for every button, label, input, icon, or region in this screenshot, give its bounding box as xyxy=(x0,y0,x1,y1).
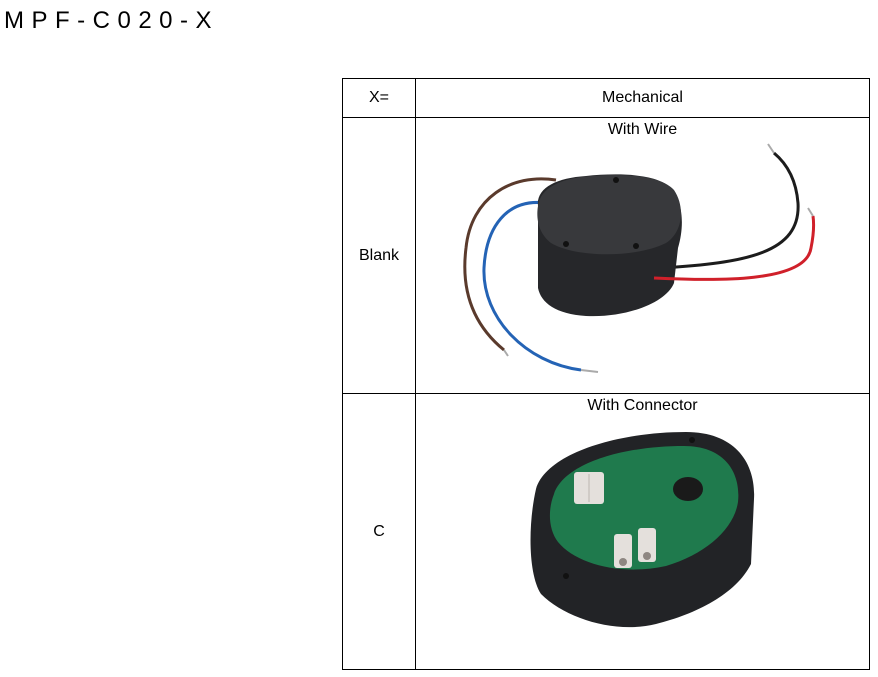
header-option: X= xyxy=(342,78,416,118)
option-code: Blank xyxy=(342,117,416,394)
mechanical-cell: With Connector xyxy=(415,393,870,670)
mechanical-caption: With Wire xyxy=(607,121,678,138)
table-header-row: X= Mechanical xyxy=(342,78,870,118)
device-with-wire-photo xyxy=(463,143,816,373)
mechanical-caption: With Connector xyxy=(587,397,698,414)
device-with-connector-photo xyxy=(530,432,755,628)
option-code: C xyxy=(342,393,416,670)
options-table: X= Mechanical Blank With Wire xyxy=(342,78,870,670)
mechanical-cell: With Wire xyxy=(415,117,870,394)
table-row: C With Connector xyxy=(342,393,870,670)
table-row: Blank With Wire xyxy=(342,117,870,394)
header-mechanical: Mechanical xyxy=(415,78,870,118)
part-number-title: MPF-C020-X xyxy=(4,7,220,34)
